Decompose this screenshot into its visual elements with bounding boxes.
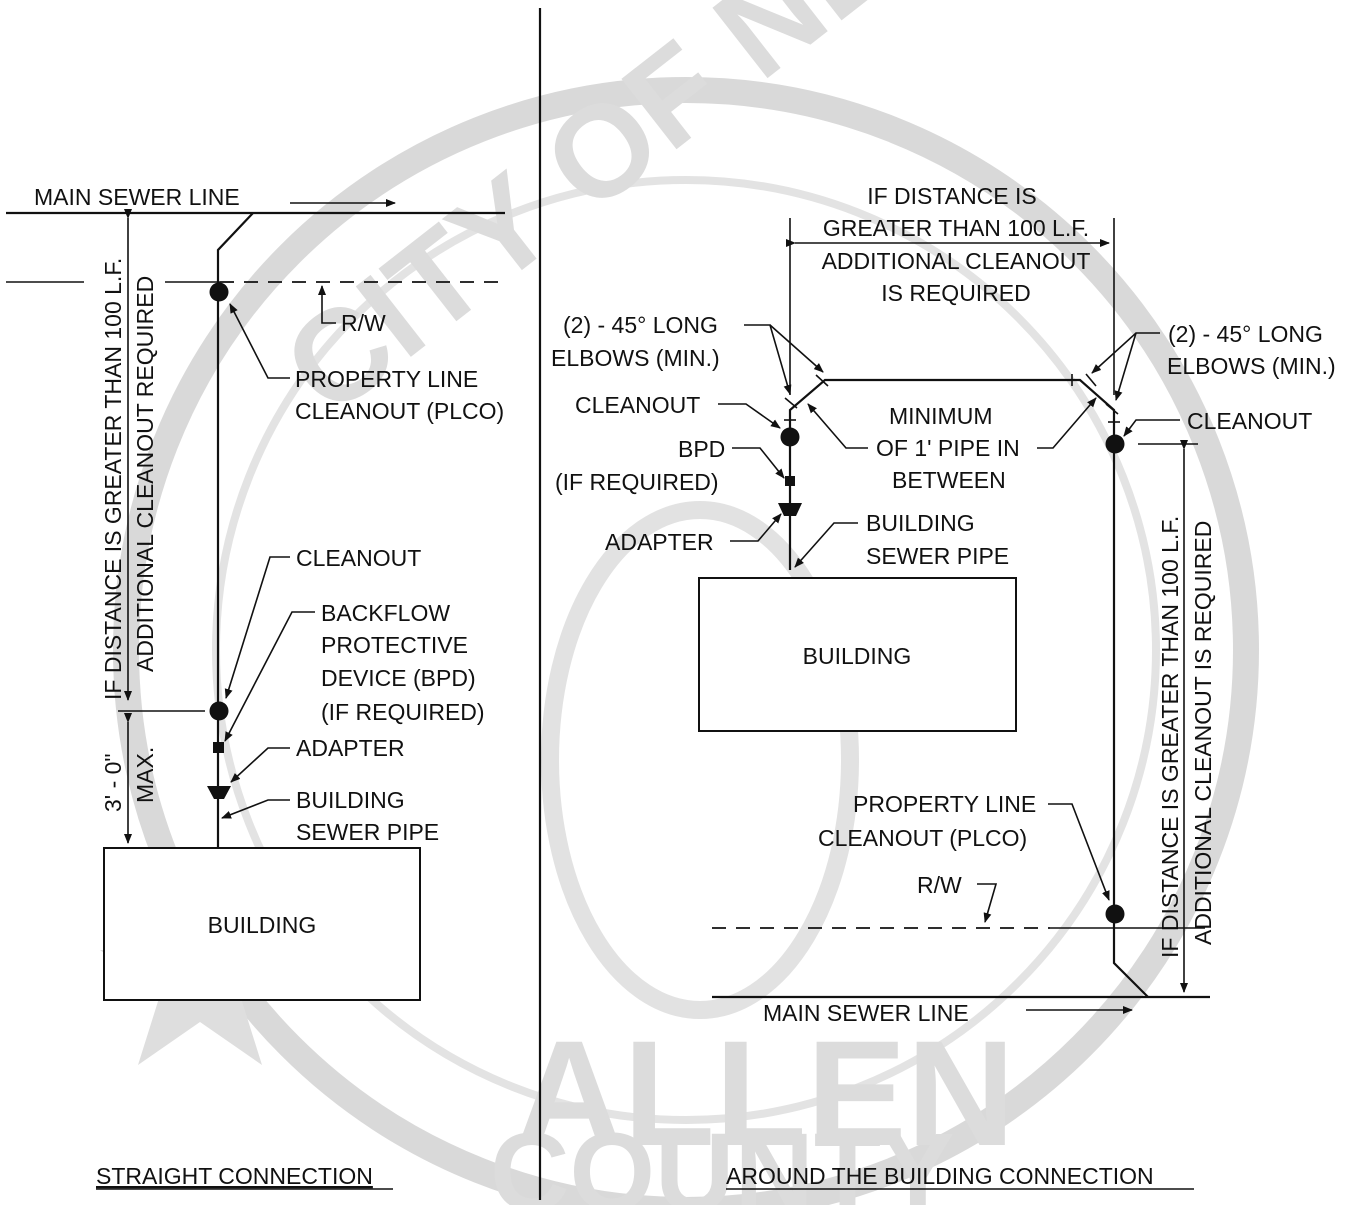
right-cleanout-right-symbol	[1105, 434, 1125, 454]
left-building-box	[103, 847, 421, 1001]
right-panel-title: AROUND THE BUILDING CONNECTION	[726, 1163, 1154, 1189]
left-bpd-leader	[224, 611, 315, 742]
right-minimum-label-3: BETWEEN	[892, 467, 1006, 493]
right-plco-symbol	[1105, 904, 1125, 924]
right-bpd-leader	[732, 447, 785, 479]
right-elbows-right-label-1: (2) - 45° LONG	[1168, 321, 1323, 347]
left-bpd-label-1: BACKFLOW	[321, 600, 450, 626]
left-plco-label-2: CLEANOUT (PLCO)	[295, 398, 504, 424]
right-minimum-label-2: OF 1' PIPE IN	[876, 435, 1020, 461]
right-bpd-symbol	[785, 476, 795, 486]
right-plco-leader	[1048, 803, 1110, 901]
left-bpd-label-4: (IF REQUIRED)	[321, 699, 485, 725]
right-rw-label: R/W	[917, 872, 962, 898]
left-rw-label: R/W	[341, 310, 386, 336]
left-max-label-2: MAX.	[132, 747, 158, 803]
right-minimum-label-1: MINIMUM	[889, 403, 992, 429]
left-cleanout-symbol	[209, 701, 229, 721]
right-pipe-label-1: BUILDING	[866, 510, 975, 536]
right-distance-label-2: ADDITIONAL CLEANOUT IS REQUIRED	[1190, 521, 1216, 945]
left-pipe-label-2: SEWER PIPE	[296, 819, 439, 845]
right-main-sewer-label: MAIN SEWER LINE	[763, 1000, 969, 1026]
right-top-label-1: IF DISTANCE IS	[867, 183, 1037, 209]
right-rw-leader	[977, 883, 998, 923]
right-cleanout-right-label: CLEANOUT	[1187, 408, 1312, 434]
straight-connection-panel: MAIN SEWER LINE R/W PROPERTY LINE CLEANO…	[6, 184, 505, 1190]
right-top-label-4: IS REQUIRED	[881, 280, 1031, 306]
left-main-sewer-label: MAIN SEWER LINE	[34, 184, 240, 210]
right-building-box	[698, 577, 1017, 732]
right-minimum-leader-right	[1037, 397, 1097, 449]
right-elbow-tick-4	[1085, 373, 1097, 387]
left-cleanout-label: CLEANOUT	[296, 545, 421, 571]
right-distance-label-1: IF DISTANCE IS GREATER THAN 100 L.F.	[1157, 516, 1183, 958]
left-bpd-symbol	[213, 742, 224, 753]
left-plco-label-1: PROPERTY LINE	[295, 366, 478, 392]
right-adapter-symbol	[778, 503, 802, 516]
left-pipe-leader	[221, 799, 290, 819]
left-cleanout-leader	[224, 556, 290, 699]
left-adapter-leader	[230, 747, 290, 783]
around-building-panel: IF DISTANCE IS GREATER THAN 100 L.F. ADD…	[551, 183, 1336, 1190]
right-pipe-label-2: SEWER PIPE	[866, 543, 1009, 569]
left-adapter-label: ADAPTER	[296, 735, 405, 761]
left-distance-label-1: IF DISTANCE IS GREATER THAN 100 L.F.	[100, 258, 126, 700]
right-bpd-label-1: BPD	[678, 436, 725, 462]
left-pipe-label-1: BUILDING	[296, 787, 405, 813]
right-cleanout-left-symbol	[780, 427, 800, 447]
left-plco-symbol	[209, 282, 229, 302]
left-bpd-label-3: DEVICE (BPD)	[321, 665, 476, 691]
right-elbow-tick-1	[784, 397, 798, 409]
right-cleanout-left-leader	[718, 403, 781, 429]
right-building-label: BUILDING	[803, 643, 912, 669]
right-plco-label-2: CLEANOUT (PLCO)	[818, 825, 1027, 851]
seal-county-line2: COUNTY	[490, 1111, 954, 1205]
left-lateral-pipe	[216, 212, 254, 848]
right-pipe-leader	[794, 522, 858, 568]
right-adapter-leader	[730, 513, 782, 542]
left-bpd-label-2: PROTECTIVE	[321, 632, 468, 658]
right-elbow-tick-5	[1105, 403, 1119, 415]
right-elbows-left-leader-2	[769, 324, 824, 373]
seal-county-line1: ALLEN	[515, 1009, 1015, 1177]
right-minimum-leader-left	[807, 403, 868, 449]
right-cleanout-right-leader	[1123, 419, 1180, 437]
right-top-label-2: GREATER THAN 100 L.F.	[823, 215, 1089, 241]
left-adapter-symbol	[207, 786, 231, 799]
right-lateral-pipe	[788, 378, 1149, 998]
right-adapter-label: ADAPTER	[605, 529, 714, 555]
left-distance-label-2: ADDITIONAL CLEANOUT REQUIRED	[132, 276, 158, 672]
left-rw-leader	[318, 285, 336, 324]
right-elbows-left-leader-1	[744, 324, 792, 395]
seal-emblem	[541, 501, 859, 1019]
right-elbows-right-label-2: ELBOWS (MIN.)	[1167, 353, 1336, 379]
right-bpd-label-2: (IF REQUIRED)	[555, 469, 719, 495]
left-plco-leader	[229, 303, 290, 379]
right-cleanout-left-label: CLEANOUT	[575, 392, 700, 418]
right-elbows-left-label-2: ELBOWS (MIN.)	[551, 345, 720, 371]
right-elbow-tick-2	[815, 374, 829, 387]
left-panel-title: STRAIGHT CONNECTION	[96, 1163, 373, 1189]
left-max-label-1: 3' - 0"	[100, 753, 126, 812]
right-elbows-right-leader-2	[1114, 332, 1137, 401]
seal-inner-ring	[212, 176, 1160, 1124]
left-building-label: BUILDING	[208, 912, 317, 938]
right-elbows-left-label-1: (2) - 45° LONG	[563, 312, 718, 338]
right-plco-label-1: PROPERTY LINE	[853, 791, 1036, 817]
right-top-label-3: ADDITIONAL CLEANOUT	[822, 248, 1091, 274]
